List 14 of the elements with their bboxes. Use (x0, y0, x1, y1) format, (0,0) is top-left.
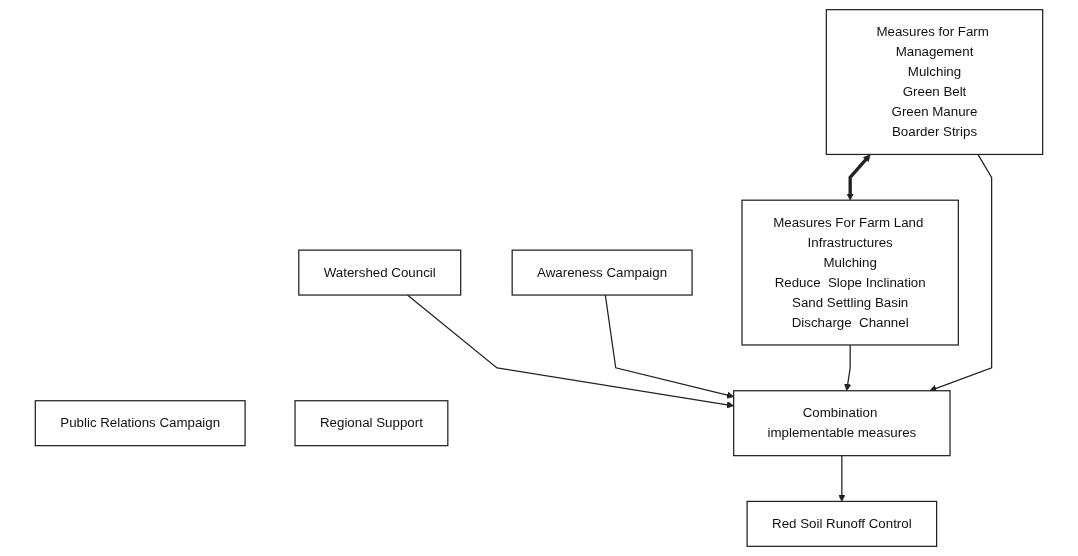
arrow (838, 455, 846, 502)
arrow (846, 154, 871, 201)
arrow (844, 344, 852, 392)
node-box: Regional Support (294, 400, 449, 447)
node-box: Measures For Farm Land Infrastructures Mulching Reduce Slope Inclination Sand Settling Basin Discharge Channel (741, 199, 959, 346)
node-box: Watershed Council (298, 249, 462, 296)
arrow (406, 294, 734, 409)
node-box: Red Soil Runoff Control (746, 500, 938, 547)
node-box: Combination implementable measures (733, 390, 951, 457)
node-box: Public Relations Campaign (34, 400, 246, 447)
arrow (929, 153, 993, 392)
node-box: Measures for Farm Management Mulching Green Belt Green Manure Boarder Strips (825, 9, 1044, 156)
arrow (604, 294, 734, 399)
node-box: Awareness Campaign (511, 249, 693, 296)
